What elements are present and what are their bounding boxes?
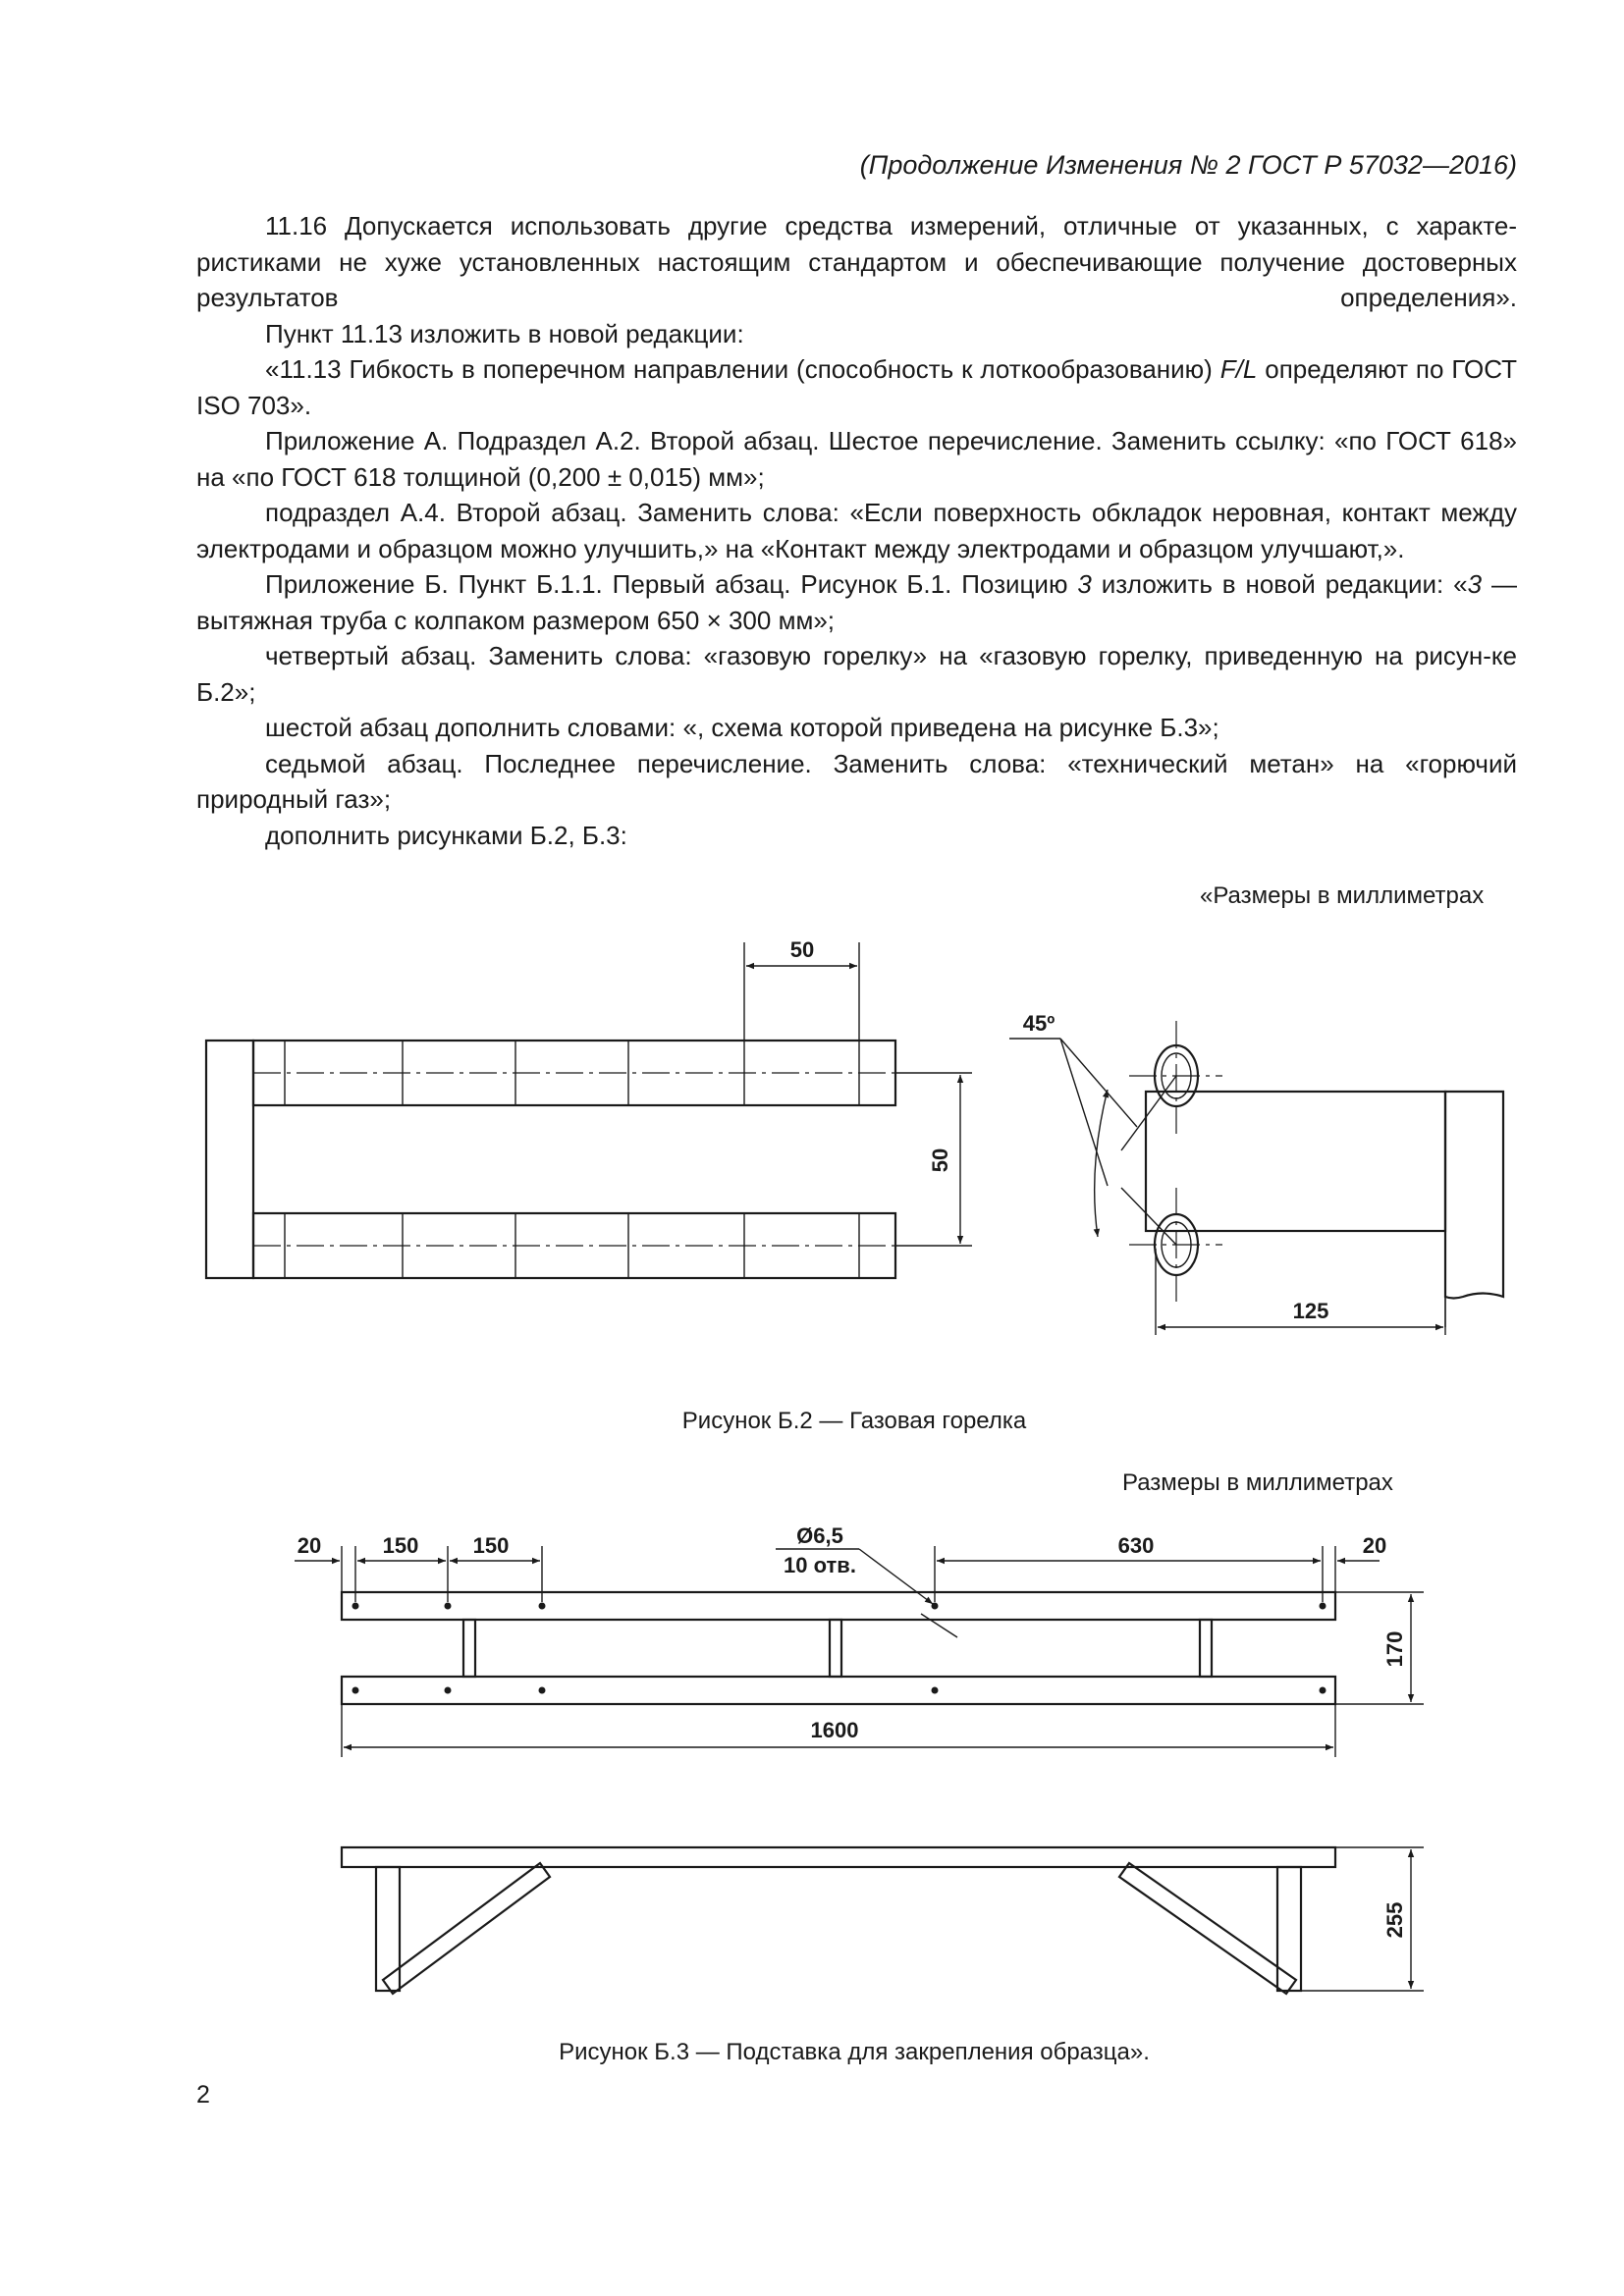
figure-b2-burner-section bbox=[1009, 1021, 1505, 1335]
italic-symbol: 3 bbox=[1467, 569, 1483, 599]
figure-b2-burner-plan bbox=[204, 942, 972, 1280]
italic-symbol: F/L bbox=[1219, 354, 1258, 384]
dim-label-50-top: 50 bbox=[790, 937, 814, 962]
figure-b3-stand-plan bbox=[295, 1546, 1424, 1757]
paragraph-add-figures: дополнить рисунками Б.2, Б.3: bbox=[265, 820, 627, 850]
dim-label-hole-count: 10 отв. bbox=[784, 1553, 856, 1577]
running-header: (Продолжение Изменения № 2 ГОСТ Р 57032—… bbox=[859, 150, 1517, 180]
dim-label-hole-diameter: Ø6,5 bbox=[796, 1523, 843, 1548]
text-run: изложить в новой редакции: « bbox=[1091, 569, 1468, 599]
paragraph-seventh: седьмой абзац. Последнее перечисление. З… bbox=[196, 748, 1517, 815]
dim-label-170: 170 bbox=[1382, 1631, 1407, 1668]
dim-label-20-left: 20 bbox=[298, 1533, 321, 1558]
paragraph-sixth: шестой абзац дополнить словами: «, схема… bbox=[265, 713, 1219, 742]
figure-b3-dims-note: Размеры в миллиметрах bbox=[1122, 1469, 1393, 1496]
paragraph-fourth: четвертый абзац. Заменить слова: «газову… bbox=[196, 641, 1517, 707]
paragraph-11-13-new: «11.13 Гибкость в поперечном направлении… bbox=[196, 351, 1517, 423]
paragraph-appendix-a4: подраздел А.4. Второй абзац. Заменить сл… bbox=[196, 498, 1517, 563]
text-run: «11.13 Гибкость в поперечном направлении… bbox=[265, 354, 1220, 384]
paragraph-item-11-13: Пункт 11.13 изложить в новой редакции: bbox=[265, 318, 744, 348]
figure-b2-caption: Рисунок Б.2 — Газовая горелка bbox=[681, 1408, 1027, 1434]
dim-label-125: 125 bbox=[1293, 1299, 1329, 1323]
figure-b2-dims-note: «Размеры в миллиметрах bbox=[1200, 882, 1485, 909]
paragraph-appendix-a2: Приложение А. Подраздел А.2. Второй абза… bbox=[196, 426, 1517, 492]
page-number: 2 bbox=[196, 2081, 210, 2109]
figure-b3-stand-side bbox=[340, 1845, 1424, 1996]
dim-label-150-a: 150 bbox=[383, 1533, 419, 1558]
dim-label-1600: 1600 bbox=[811, 1718, 859, 1742]
figure-b3-caption: Рисунок Б.3 — Подставка для закрепления … bbox=[559, 2039, 1150, 2065]
dim-label-50-side: 50 bbox=[928, 1148, 952, 1172]
text-run: Приложение Б. Пункт Б.1.1. Первый абзац.… bbox=[265, 569, 1078, 599]
dim-label-20-right: 20 bbox=[1363, 1533, 1386, 1558]
dim-label-150-b: 150 bbox=[473, 1533, 510, 1558]
dim-label-630: 630 bbox=[1118, 1533, 1155, 1558]
italic-symbol: 3 bbox=[1077, 569, 1092, 599]
paragraph-11-16: 11.16 Допускается использовать другие ср… bbox=[196, 211, 1517, 312]
body-text: 11.16 Допускается использовать другие ср… bbox=[196, 208, 1517, 853]
paragraph-appendix-b: Приложение Б. Пункт Б.1.1. Первый абзац.… bbox=[196, 566, 1517, 638]
text-run: — вытяжная труба с колпаком размером 650… bbox=[196, 569, 1517, 635]
text-run: определяют по ГОСТ ISO 703». bbox=[196, 354, 1518, 420]
dim-label-255: 255 bbox=[1382, 1902, 1407, 1939]
dim-label-45-deg: 45º bbox=[1023, 1011, 1056, 1036]
